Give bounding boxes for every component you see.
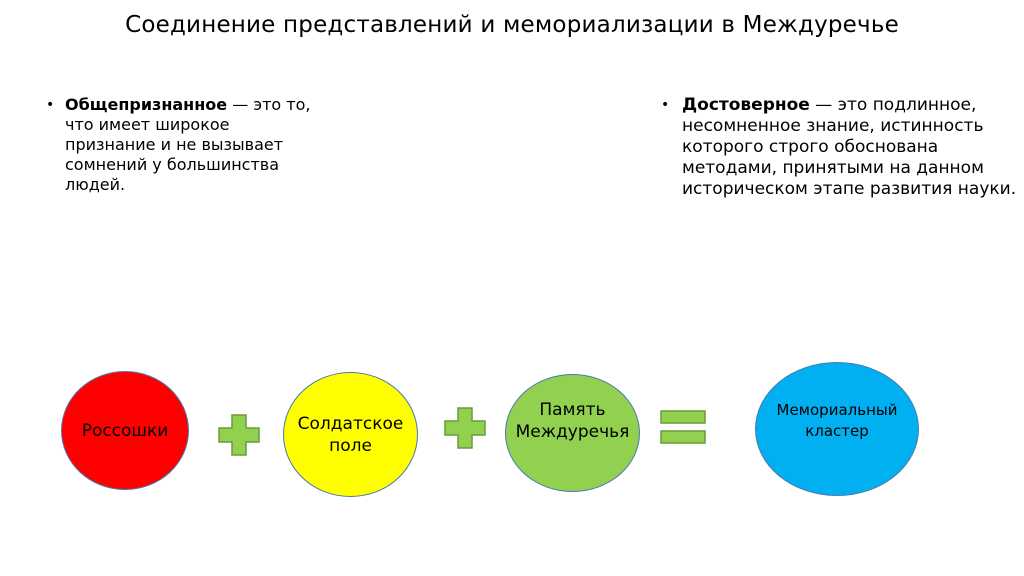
node-pamyat-mezhdurechya: Память Междуречья bbox=[505, 374, 640, 492]
node-label-line: Память bbox=[539, 400, 606, 420]
node-label: Память Междуречья bbox=[515, 400, 630, 449]
definition-text: — это то, что имеет широкое признание и … bbox=[65, 95, 311, 194]
definition-common: • Общепризнанное — это то, что имеет шир… bbox=[46, 95, 315, 195]
bullet-marker: • bbox=[661, 97, 670, 113]
definition-reliable: • Достоверное — это подлинное, несомненн… bbox=[661, 95, 1020, 200]
definition-text: — это подлинное, несомненное знание, ист… bbox=[682, 95, 1017, 199]
plus-icon bbox=[444, 407, 486, 449]
node-label-line: Междуречья bbox=[515, 422, 630, 442]
node-label: Россошки bbox=[82, 421, 169, 441]
node-rossoshki: Россошки bbox=[61, 371, 189, 490]
node-label-line: поле bbox=[329, 435, 372, 456]
node-label-line: Мемориальный bbox=[776, 401, 898, 419]
plus-icon bbox=[218, 414, 260, 456]
slide-title: Соединение представлений и мемориализаци… bbox=[125, 12, 899, 38]
node-label-line: Солдатское bbox=[297, 413, 404, 434]
definition-term: Достоверное bbox=[682, 95, 810, 115]
node-memorial-cluster: Мемориальный кластер bbox=[755, 362, 919, 496]
definition-term: Общепризнанное bbox=[65, 95, 228, 114]
node-label: Мемориальный кластер bbox=[776, 401, 898, 446]
node-label: Солдатское поле bbox=[298, 413, 404, 457]
equals-icon bbox=[660, 410, 706, 444]
node-soldatskoe-pole: Солдатское поле bbox=[283, 372, 418, 497]
node-label-line: Россошки bbox=[81, 420, 169, 441]
bullet-marker: • bbox=[46, 97, 55, 113]
node-label-line: кластер bbox=[805, 422, 869, 440]
